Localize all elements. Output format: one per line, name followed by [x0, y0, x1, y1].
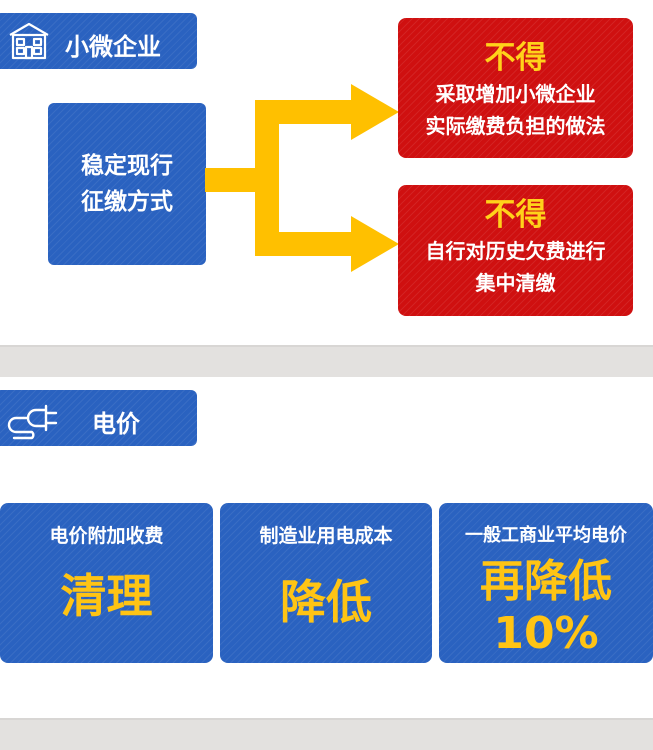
card-manufacturing-cost: 制造业用电成本 降低	[220, 503, 432, 663]
outcome-box-2: 不得 自行对历史欠费进行 集中清缴	[398, 185, 633, 316]
card-value: 清理	[60, 569, 153, 623]
arrow-lower-shaft	[255, 232, 363, 256]
arrow-lower-head	[351, 216, 399, 272]
section-divider-2	[0, 718, 653, 750]
building-icon	[9, 22, 49, 60]
arrow-upper-shaft	[255, 100, 363, 124]
outcome-2-line-2: 集中清缴	[475, 271, 556, 295]
card-surcharge: 电价附加收费 清理	[0, 503, 213, 663]
outcome-box-1: 不得 采取增加小微企业 实际缴费负担的做法	[398, 18, 633, 158]
card-value: 降低	[280, 575, 372, 629]
outcome-2-line-1: 自行对历史欠费进行	[425, 239, 606, 263]
card-average-price: 一般工商业平均电价 再降低 10%	[439, 503, 653, 663]
branch-arrows	[205, 84, 399, 272]
card-title: 一般工商业平均电价	[465, 525, 627, 546]
source-policy-line-1: 稳定现行	[81, 153, 173, 179]
outcome-1-line-1: 采取增加小微企业	[435, 82, 596, 106]
section-tag-small-business: 小微企业	[0, 13, 197, 69]
section-tag-label: 小微企业	[65, 33, 161, 61]
outcome-1-line-2: 实际缴费负担的做法	[425, 114, 606, 138]
arrow-upper-head	[351, 84, 399, 140]
arrow-vertical-bar	[255, 100, 279, 256]
section-tag-electricity: 电价	[0, 390, 197, 446]
power-plug-icon	[7, 404, 58, 440]
card-title: 制造业用电成本	[259, 525, 393, 547]
card-value-line-2: 10%	[493, 608, 599, 659]
outcome-1-headline: 不得	[484, 40, 547, 76]
card-title: 电价附加收费	[49, 525, 164, 547]
outcome-2-headline: 不得	[484, 197, 547, 233]
section-tag-label: 电价	[92, 410, 140, 438]
section-divider-1	[0, 345, 653, 377]
card-value-line-1: 再降低	[480, 556, 612, 607]
source-policy-line-2: 征缴方式	[81, 189, 173, 215]
source-policy-box: 稳定现行 征缴方式	[48, 103, 206, 265]
